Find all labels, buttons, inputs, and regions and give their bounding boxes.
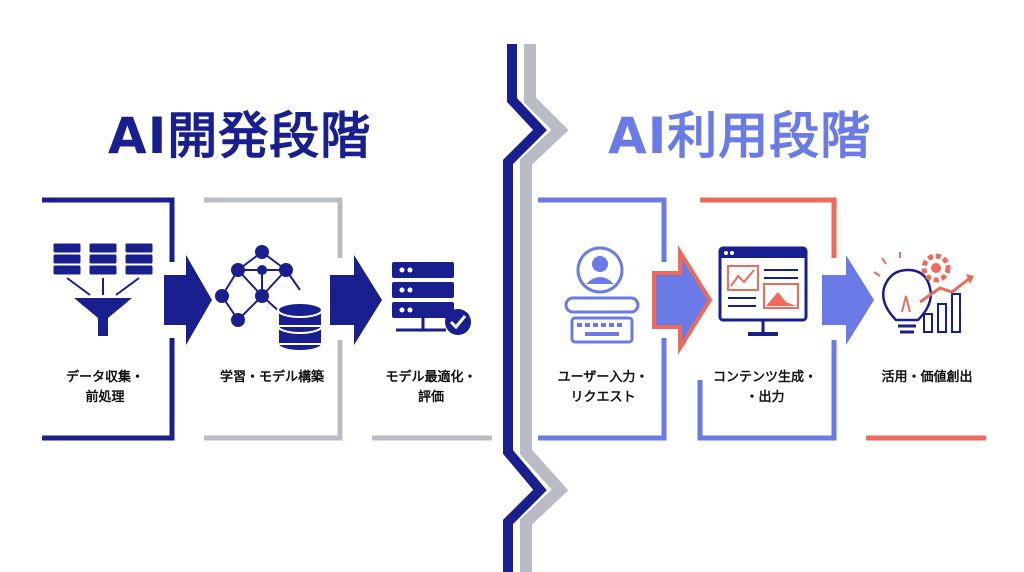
use-box-1-frame <box>538 197 667 441</box>
phase-divider <box>503 44 547 572</box>
dev-step-3-label: モデル最適化・ 評価 <box>366 368 496 408</box>
use-step-3-line1: 活用・価値創出 <box>881 370 973 385</box>
use-step-1-line1: ユーザー入力・ <box>557 370 649 385</box>
utilization-phase-title: AI利用段階 <box>608 107 872 165</box>
use-box-2-bottom <box>697 340 837 441</box>
dev-step-3-line1: モデル最適化・ <box>385 370 477 385</box>
use-step-1-line2: リクエスト <box>570 390 636 405</box>
use-step-1-label: ユーザー入力・ リクエスト <box>538 368 668 408</box>
use-step-3-label: 活用・価値創出 <box>862 368 992 388</box>
user-keyboard-icon <box>564 246 640 344</box>
use-arrow-2 <box>822 255 874 345</box>
dev-box-2-frame <box>204 197 343 441</box>
dev-arrow-2 <box>330 255 382 345</box>
use-step-2-line1: コンテンツ生成・ <box>712 370 817 385</box>
use-step-2-line2: ・出力 <box>745 390 785 405</box>
dev-step-2-label: 学習・モデル構築 <box>207 368 337 388</box>
content-monitor-icon <box>718 246 808 336</box>
use-box-2-top <box>700 197 837 258</box>
dev-arrow-1 <box>164 255 212 345</box>
dev-step-3-line2: 評価 <box>417 390 444 405</box>
neural-network-database-icon <box>215 245 323 352</box>
use-step-2-label: コンテンツ生成・ ・出力 <box>700 368 830 408</box>
idea-growth-icon <box>873 252 974 334</box>
use-arrow-1 <box>652 245 713 355</box>
dev-step-1-label: データ収集・ 前処理 <box>40 368 170 408</box>
server-check-icon <box>392 262 471 335</box>
dev-step-1-line2: 前処理 <box>85 390 125 405</box>
dev-step-2-line1: 学習・モデル構築 <box>219 370 324 385</box>
divider-shadow <box>520 44 569 572</box>
dev-box-1-frame <box>42 197 175 441</box>
data-funnel-icon <box>53 243 153 336</box>
dev-step-1-line1: データ収集・ <box>65 370 144 385</box>
development-phase-title: AI開発段階 <box>108 107 372 165</box>
